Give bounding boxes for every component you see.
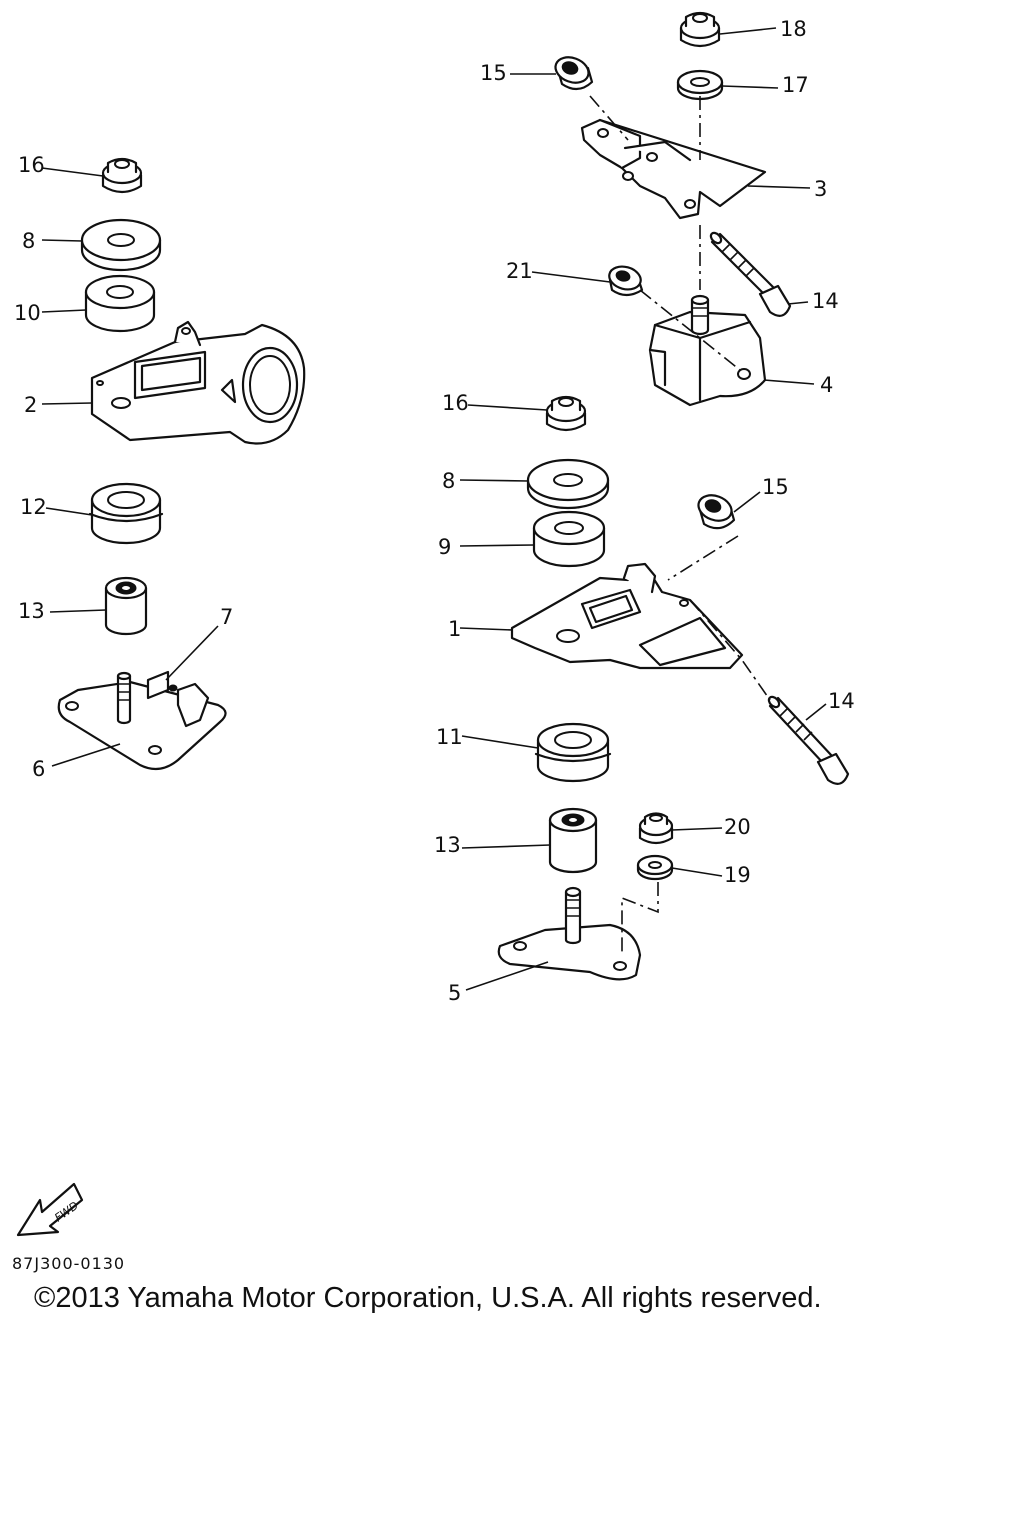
part-13-collar-left [104, 576, 148, 636]
part-9-rubber-right [532, 510, 606, 568]
part-20-nut [638, 812, 674, 845]
part-4-mount-block [648, 294, 767, 407]
callout-19: 19 [724, 863, 751, 887]
callout-13-left: 13 [18, 599, 45, 623]
part-12-grommet-left [88, 482, 164, 545]
callout-11: 11 [436, 725, 463, 749]
callout-16-left: 16 [18, 153, 45, 177]
callout-14-top: 14 [812, 289, 839, 313]
part-3-bracket-top [580, 118, 767, 220]
part-10-rubber-left [84, 274, 156, 333]
part-15-nut-top [554, 56, 594, 91]
callout-8-left: 8 [22, 229, 35, 253]
callout-9: 9 [438, 535, 451, 559]
part-13-collar-right [548, 807, 598, 874]
callout-16-right: 16 [442, 391, 469, 415]
callout-12: 12 [20, 495, 47, 519]
callout-10: 10 [14, 301, 41, 325]
part-1-bracket-main [510, 562, 744, 670]
part-17-washer [676, 69, 724, 101]
part-5-plate-right [497, 886, 642, 981]
callout-21: 21 [506, 259, 533, 283]
callout-7: 7 [220, 605, 233, 629]
part-14-bolt-top [709, 231, 792, 317]
part-14-bolt-bottom [767, 695, 850, 785]
callout-15-top: 15 [480, 61, 507, 85]
part-21-nut [608, 265, 644, 297]
part-2-bracket-left [90, 320, 306, 445]
center-lines [589, 95, 771, 955]
part-16-nut-left [101, 157, 143, 194]
leader-lines [41, 27, 827, 991]
callout-4: 4 [820, 373, 833, 397]
callout-3: 3 [814, 177, 827, 201]
callout-20: 20 [724, 815, 751, 839]
part-6-plate-left [57, 670, 227, 771]
callout-2: 2 [24, 393, 37, 417]
fwd-arrow-icon: FWD [16, 1182, 84, 1237]
part-19-washer [636, 854, 674, 881]
callout-8-right: 8 [442, 469, 455, 493]
callout-1: 1 [448, 617, 461, 641]
part-15-nut-middle [697, 494, 736, 530]
part-18-nut [679, 11, 721, 48]
callout-6: 6 [32, 757, 45, 781]
diagram-code: 87J300-0130 [12, 1254, 126, 1273]
callout-15-middle: 15 [762, 475, 789, 499]
part-8-washer-right [526, 458, 610, 510]
callout-17: 17 [782, 73, 809, 97]
callout-18: 18 [780, 17, 807, 41]
part-8-washer-left [80, 218, 162, 272]
copyright-notice: ©2013 Yamaha Motor Corporation, U.S.A. A… [34, 1282, 822, 1314]
callout-5: 5 [448, 981, 461, 1005]
callout-labels: 16 8 10 2 12 13 7 6 18 15 17 3 21 14 4 1… [14, 17, 855, 1005]
callout-14-bottom: 14 [828, 689, 855, 713]
part-11-grommet-right [534, 722, 612, 783]
callout-13-right: 13 [434, 833, 461, 857]
part-16-nut-right [545, 395, 587, 432]
